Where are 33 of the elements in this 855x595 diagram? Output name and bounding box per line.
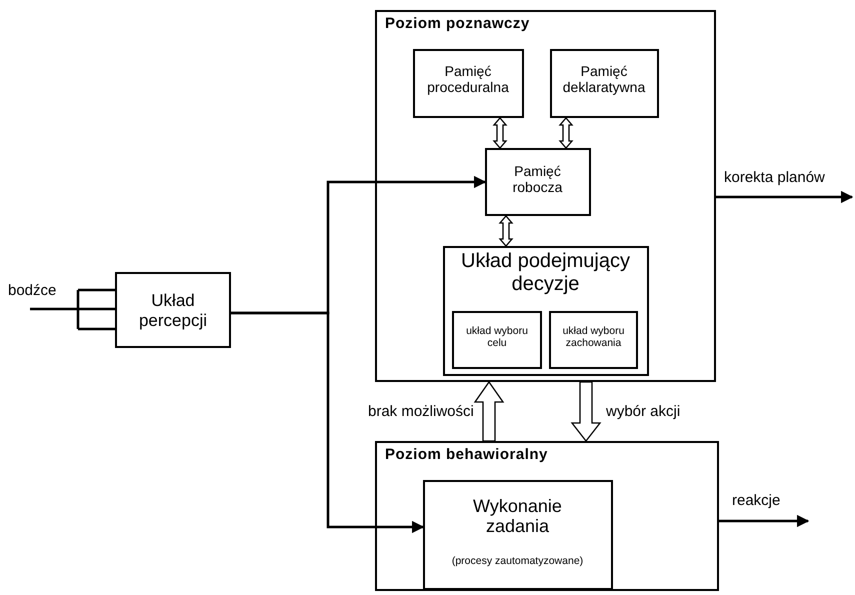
box-label: Wykonanie zadania [472,496,563,537]
box-label: układ wyboru zachowania [562,325,626,350]
process-box [549,311,638,369]
panel-title: Poziom poznawczy [385,15,531,32]
box-label: Pamięć proceduralna [426,62,510,95]
panel-title: Poziom behawioralny [385,446,549,464]
level-panel [375,10,716,382]
process-box [452,311,542,369]
box-label: Pamięć deklaratywna [562,62,646,95]
edge-label: korekta planów [722,170,827,186]
arrow [716,190,854,204]
process-box [550,48,658,118]
box-label: Pamięć robocza [512,162,564,195]
box-label: Układ percepcji [138,291,208,330]
arrow [231,312,424,534]
process-box [422,480,612,590]
level-panel [375,441,719,591]
block-arrow [492,117,508,149]
block-arrow [570,381,602,442]
block-arrow [558,117,574,149]
arrow [719,514,810,528]
edge-label: wybór akcji [604,404,682,420]
block-arrow [474,380,504,442]
process-box [412,48,524,118]
box-note: (procesy zautomatyzowane) [450,554,584,567]
box-label: Układ podejmujący decyzje [460,250,631,296]
connector-line [28,288,116,330]
process-box [115,272,231,348]
edge-label: reakcje [730,493,782,510]
block-arrow [498,215,514,247]
process-box [484,148,590,216]
process-box [442,246,648,376]
box-label: układ wyboru celu [465,325,529,350]
